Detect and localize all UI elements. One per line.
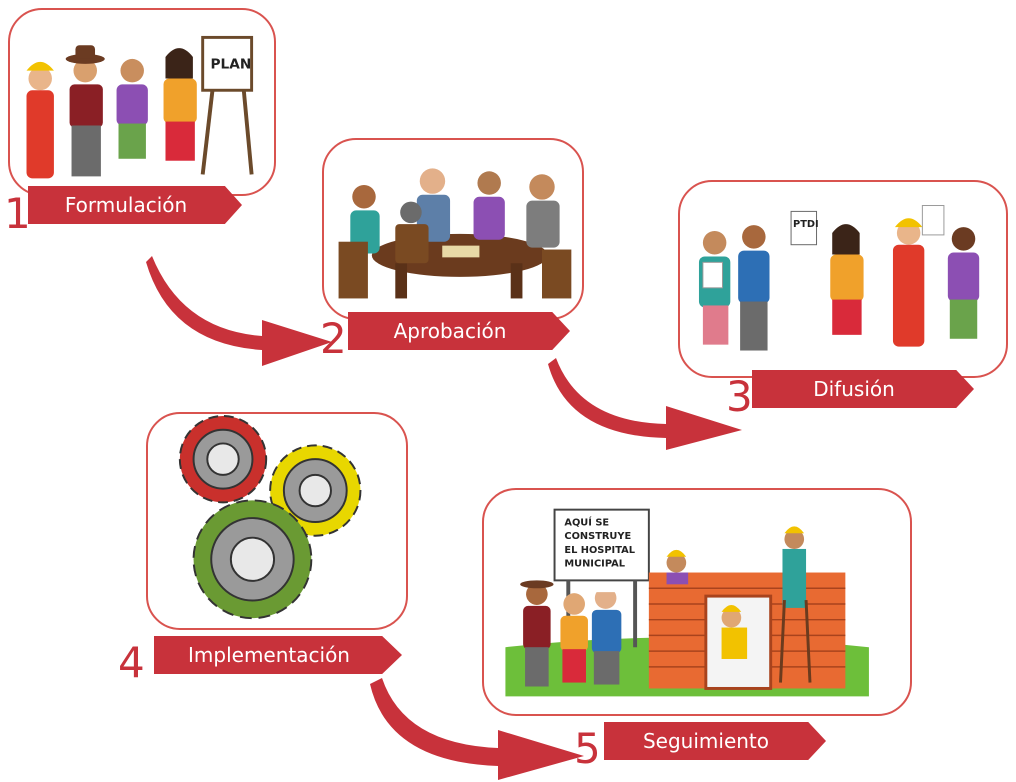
step-1-label: Formulación — [64, 193, 188, 217]
step-4-tag: Implementación — [154, 636, 402, 674]
step-1-number: 1 — [4, 189, 31, 238]
step-3-label: Difusión — [813, 377, 895, 401]
step-4-label: Implementación — [188, 643, 350, 667]
step-2-card — [322, 138, 584, 320]
step-2-tag: Aprobación — [348, 312, 570, 350]
gears-icon — [178, 414, 362, 620]
plan-sign-text: PLAN — [211, 57, 252, 73]
step-1-card: PLAN — [8, 8, 276, 196]
curved-arrow-icon — [548, 358, 742, 450]
construction-sign-text: AQUÍ SE CONSTRUYE EL HOSPITAL MUNICIPAL — [564, 515, 638, 569]
step-5-number: 5 — [574, 724, 601, 773]
step-5-card: AQUÍ SE CONSTRUYE EL HOSPITAL MUNICIPAL — [482, 488, 912, 716]
step-5-tag: Seguimiento — [604, 722, 826, 760]
step-3-number: 3 — [726, 372, 753, 421]
meeting-table-icon — [338, 168, 572, 299]
step-1-tag: Formulación — [28, 186, 242, 224]
ptdi-sheet-text: PTDI — [793, 219, 819, 230]
construction-scene-icon: AQUÍ SE CONSTRUYE EL HOSPITAL MUNICIPAL — [505, 508, 869, 697]
curved-arrow-icon — [370, 678, 584, 780]
people-planning-icon: PLAN — [26, 35, 254, 179]
step-4-card — [146, 412, 408, 630]
announcement-people-icon: PTDI — [698, 205, 980, 351]
step-3-card: PTDI — [678, 180, 1008, 378]
step-2-label: Aprobación — [393, 319, 507, 343]
step-2-number: 2 — [320, 314, 347, 363]
step-5-label: Seguimiento — [642, 729, 770, 753]
step-4-number: 4 — [118, 638, 145, 687]
curved-arrow-icon — [146, 256, 332, 366]
step-3-tag: Difusión — [752, 370, 974, 408]
